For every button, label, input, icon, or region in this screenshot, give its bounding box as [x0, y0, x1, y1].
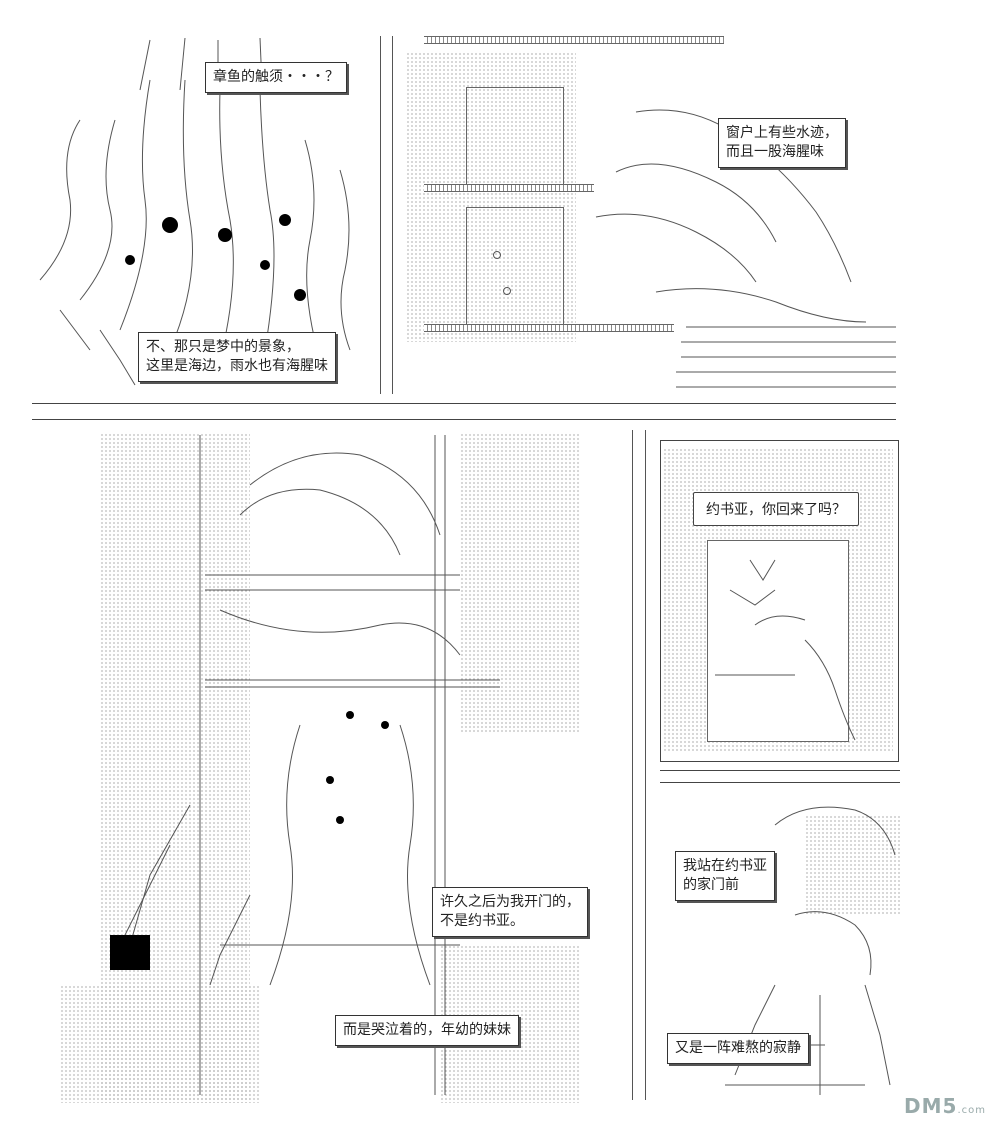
- window-knob: [493, 251, 501, 259]
- panel-frame: [660, 440, 899, 762]
- panel-divider: [645, 430, 646, 1100]
- row-divider: [660, 770, 900, 771]
- window-frame-top: [424, 36, 724, 44]
- caption-dream-seaside: 不、那只是梦中的景象， 这里是海边，雨水也有海腥味: [138, 332, 336, 382]
- panel-middle-right: 约书亚，你回来了吗？: [655, 440, 900, 762]
- tentacle-art: [39, 37, 351, 386]
- panel-divider: [380, 36, 381, 394]
- caption-window-water: 窗户上有些水迹， 而且一股海腥味: [718, 118, 846, 168]
- caption-joshua-house: 我站在约书亚 的家门前: [675, 851, 775, 901]
- watermark-logo: DM5.com: [904, 1094, 986, 1118]
- panel-divider: [632, 430, 633, 1100]
- window-frame-bottom: [424, 324, 674, 332]
- panel-top-right: 窗户上有些水迹， 而且一股海腥味: [396, 32, 896, 398]
- window-frame-middle: [424, 184, 594, 192]
- window-knob: [503, 287, 511, 295]
- panel-divider: [392, 36, 393, 394]
- caption-crying-sister: 而是哭泣着的，年幼的妹妹: [335, 1015, 519, 1046]
- panel-bottom-right: 我站在约书亚 的家门前 又是一阵难熬的寂静: [655, 795, 905, 1100]
- speech-bubble-joshua: 约书亚，你回来了吗？: [693, 492, 859, 526]
- window-glass: [406, 52, 576, 342]
- door-detail-art: [715, 559, 856, 741]
- row-divider: [660, 782, 900, 783]
- caption-silence: 又是一阵难熬的寂静: [667, 1033, 809, 1064]
- floor-shading: [60, 985, 260, 1103]
- caption-tentacles: 章鱼的触须・・・？: [205, 62, 347, 93]
- panel-middle-left: 许久之后为我开门的， 不是约书亚。 而是哭泣着的，年幼的妹妹: [40, 425, 620, 1105]
- caption-opened-door: 许久之后为我开门的， 不是约书亚。: [432, 887, 588, 937]
- door-frame: [707, 540, 849, 742]
- wall-shading: [460, 433, 580, 733]
- girl-art: [110, 435, 500, 1095]
- figure-silhouette-art: [595, 109, 896, 388]
- row-divider: [32, 403, 896, 404]
- panel-top-left: 章鱼的触须・・・？ 不、那只是梦中的景象， 这里是海边，雨水也有海腥味: [20, 30, 380, 400]
- row-divider: [32, 419, 896, 420]
